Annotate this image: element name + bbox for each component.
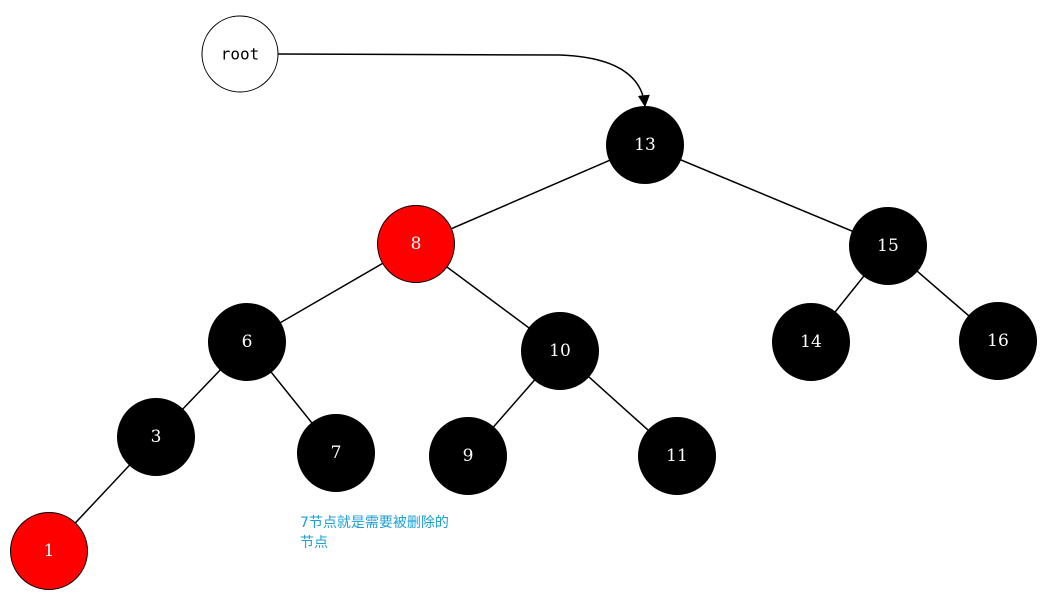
node-circle-3 [117, 398, 195, 476]
node-label-8: 8 [411, 234, 422, 254]
node-circle-15 [849, 207, 927, 285]
edge-13-15 [644, 144, 889, 247]
node-circle-10 [521, 312, 599, 390]
tree-node-16: 16 [959, 302, 1037, 380]
node-circle-6 [208, 303, 286, 381]
node-label-13: 13 [634, 135, 656, 155]
node-circle-14 [772, 303, 850, 381]
node-circle-8 [377, 205, 455, 283]
root-label: root [221, 45, 260, 64]
root-pointer-arrow [277, 53, 650, 108]
node-label-16: 16 [987, 331, 1009, 351]
node-circle-1 [10, 512, 88, 590]
node-label-6: 6 [242, 332, 253, 352]
node-label-7: 7 [331, 443, 342, 463]
tree-node-7: 7 [297, 414, 375, 492]
tree-node-6: 6 [208, 303, 286, 381]
node-label-9: 9 [463, 446, 474, 466]
tree-node-10: 10 [521, 312, 599, 390]
root-pointer-node: root [201, 15, 279, 93]
tree-node-11: 11 [638, 417, 716, 495]
tree-node-14: 14 [772, 303, 850, 381]
edge-13-8 [415, 144, 646, 245]
node-label-15: 15 [877, 236, 899, 256]
node-circle-13 [606, 106, 684, 184]
annotation-text: 7节点就是需要被删除的 节点 [300, 515, 449, 551]
tree-node-1: 1 [10, 512, 88, 590]
tree-node-8: 8 [377, 205, 455, 283]
node-circle-16 [959, 302, 1037, 380]
node-label-1: 1 [44, 541, 55, 561]
tree-node-9: 9 [429, 417, 507, 495]
node-circle-7 [297, 414, 375, 492]
tree-node-13: 13 [606, 106, 684, 184]
node-label-10: 10 [549, 341, 571, 361]
tree-node-3: 3 [117, 398, 195, 476]
tree-node-15: 15 [849, 207, 927, 285]
node-circle-11 [638, 417, 716, 495]
node-circle-9 [429, 417, 507, 495]
node-label-14: 14 [800, 332, 822, 352]
node-label-3: 3 [151, 427, 162, 447]
node-label-11: 11 [666, 446, 688, 466]
